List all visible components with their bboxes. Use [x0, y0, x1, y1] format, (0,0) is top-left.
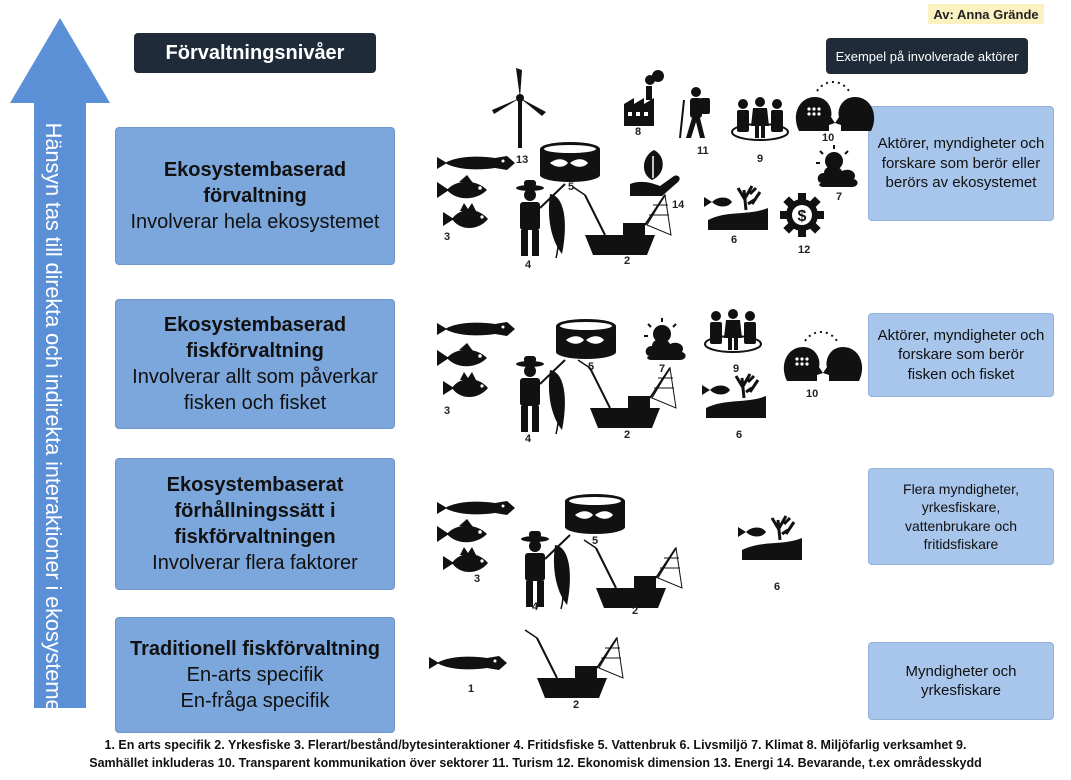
level-title: Ekosystembaserad: [163, 314, 347, 336]
pike-icon: [429, 656, 507, 670]
icon-number: 10: [806, 388, 818, 400]
legend-line: 1. En arts specifik 2. Yrkesfiske 3. Fle…: [104, 738, 967, 752]
icon-number: 9: [733, 363, 739, 375]
pike-icon: [437, 501, 515, 515]
factory-icon: [624, 70, 664, 126]
level-ecosystem-management: Ekosystembaserad förvaltning Involverar …: [115, 127, 395, 265]
level-description: Involverar allt som påverkar: [132, 366, 378, 388]
icon-number: 3: [474, 573, 480, 585]
level-description: Involverar hela ekosystemet: [130, 211, 380, 233]
icon-number: 5: [568, 181, 574, 193]
icon-number: 3: [444, 231, 450, 243]
icon-number: 7: [659, 363, 665, 375]
level-title: fiskförvaltning: [186, 340, 324, 362]
level-ecosystem-approach: Ekosystembaserat förhållningssätt i fisk…: [115, 458, 395, 590]
angler-icon: [515, 355, 566, 435]
level-title: förhållningssätt i: [174, 500, 336, 522]
icon-number: 6: [731, 234, 737, 246]
icon-number: 2: [573, 699, 579, 711]
fish-icon: [437, 519, 487, 543]
icon-number: 2: [624, 429, 630, 441]
icon-number: 12: [798, 244, 810, 256]
conservation-icon: [629, 149, 681, 197]
icon-number: 11: [697, 145, 709, 157]
icon-number: 5: [588, 361, 594, 373]
fishing-boat-icon: [524, 629, 624, 699]
actors-ecosystem: Aktörer, myndigheter och forskare som be…: [868, 106, 1054, 221]
up-arrow: [10, 18, 110, 708]
icon-number: 7: [836, 191, 842, 203]
legend-line: Samhället inkluderas 10. Transparent kom…: [89, 756, 982, 771]
wind-turbine-icon: [492, 68, 546, 148]
icon-number: 9: [757, 153, 763, 165]
icon-number: 4: [525, 433, 532, 445]
aquaculture-icon: [565, 494, 625, 534]
level-title: Traditionell fiskförvaltning: [129, 638, 381, 660]
level-title: förvaltning: [203, 185, 307, 207]
levels-title: Förvaltningsnivåer: [134, 33, 376, 73]
aquaculture-icon: [540, 142, 600, 182]
angler-icon: [520, 530, 571, 610]
icon-number: 14: [672, 199, 685, 211]
habitat-icon: [702, 184, 770, 232]
people-icon: [731, 96, 789, 141]
economy-icon: [780, 193, 824, 237]
level-title: Ekosystembaserat: [166, 474, 344, 496]
actors-approach: Flera myndigheter, yrkesfiskare, vattenb…: [868, 468, 1054, 565]
author-credit: Av: Anna Grände: [928, 4, 1044, 24]
hiker-icon: [679, 86, 711, 139]
icon-number: 8: [635, 126, 641, 138]
pike-icon: [437, 322, 515, 336]
fish-icon: [437, 343, 487, 367]
icon-number: 4: [525, 259, 532, 271]
people-icon: [704, 308, 762, 353]
perch-icon: [443, 203, 488, 228]
habitat-icon: [700, 372, 768, 420]
level-title: Ekosystembaserad: [163, 159, 347, 181]
level-traditional: Traditionell fiskförvaltning En-arts spe…: [115, 617, 395, 733]
pike-icon: [437, 156, 515, 170]
level-description: En-fråga specifik: [180, 690, 330, 712]
fishing-boat-icon: [572, 186, 672, 256]
icon-number: 13: [516, 154, 528, 166]
icon-number: 2: [624, 255, 630, 267]
aquaculture-icon: [556, 319, 616, 359]
fish-icon: [437, 175, 487, 199]
climate-icon: [643, 317, 687, 361]
icon-number: 1: [468, 683, 474, 695]
perch-icon: [443, 547, 488, 572]
angler-icon: [515, 179, 566, 259]
climate-icon: [815, 144, 859, 188]
icon-number: 2: [632, 605, 638, 617]
arrow-label: Hänsyn tas till direkta och indirekta in…: [41, 122, 66, 718]
perch-icon: [443, 372, 488, 397]
examples-header: Exempel på involverade aktörer: [826, 38, 1028, 74]
actors-traditional: Myndigheter och yrkesfiskare: [868, 642, 1054, 720]
actors-fisheries: Aktörer, myndigheter och forskare som be…: [868, 313, 1054, 397]
level-description: fisken och fisket: [183, 392, 327, 414]
level-description: En-arts specifik: [186, 664, 324, 686]
icon-number: 10: [822, 132, 834, 144]
habitat-icon: [736, 514, 804, 562]
icon-number: 6: [774, 581, 780, 593]
legend: 1. En arts specifik 2. Yrkesfiske 3. Fle…: [20, 736, 1051, 772]
communication-icon: [782, 331, 864, 382]
icon-number: 3: [444, 405, 450, 417]
icon-number: 5: [592, 535, 598, 547]
fishing-boat-icon: [583, 539, 683, 609]
level-description: Involverar flera faktorer: [152, 552, 358, 574]
communication-icon: [794, 81, 876, 132]
level-ecosystem-fisheries: Ekosystembaserad fiskförvaltning Involve…: [115, 299, 395, 429]
level-title: fiskförvaltningen: [174, 526, 336, 548]
fishing-boat-icon: [577, 359, 677, 429]
icon-number: 6: [736, 429, 742, 441]
icon-number: 4: [532, 601, 539, 613]
